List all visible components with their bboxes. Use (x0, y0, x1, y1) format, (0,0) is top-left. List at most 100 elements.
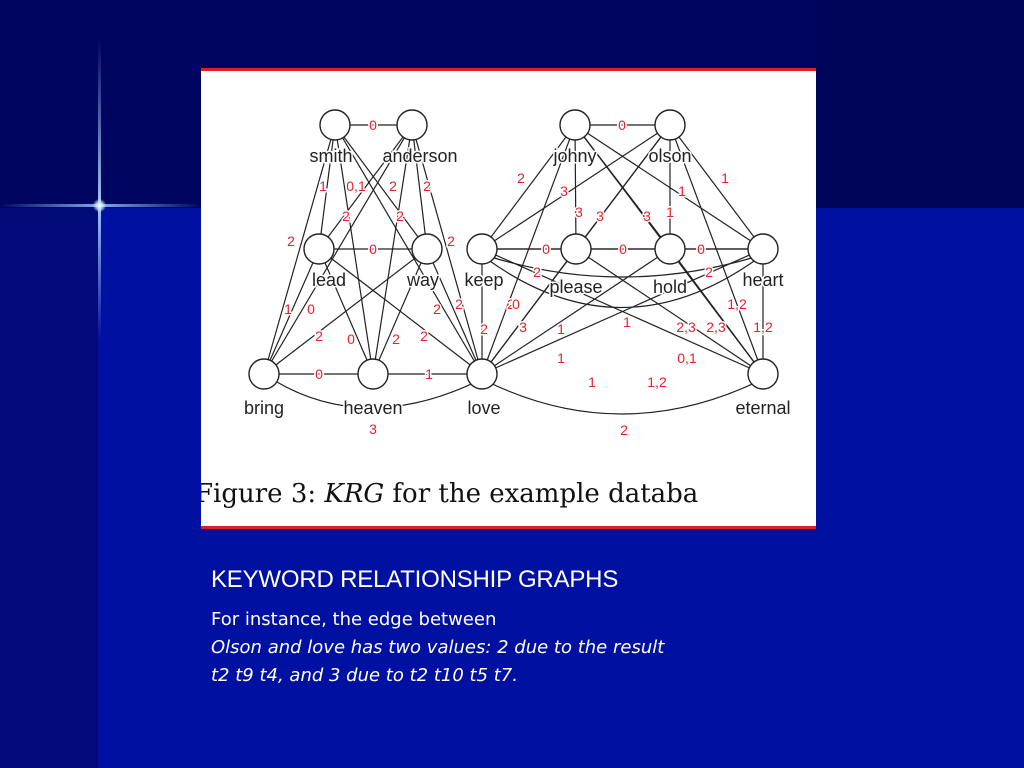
node-olson (654, 109, 686, 141)
edge-label: 2 (433, 301, 441, 317)
edge-smith-lead (318, 124, 336, 250)
caption-math: KRG (324, 479, 385, 509)
edge-hold-love (481, 248, 671, 375)
edge-label: 1 (623, 314, 631, 330)
edge-olson-heart (669, 124, 764, 250)
edge-johny-keep (481, 124, 576, 250)
edge-label: 2 (389, 178, 397, 194)
edge-anderson-lead (318, 124, 413, 250)
edge-label: 3 (369, 421, 377, 437)
edge-label: 3 (560, 183, 568, 199)
node-eternal (747, 358, 779, 390)
node-hold (654, 233, 686, 265)
edge-please-eternal (575, 248, 764, 375)
node-label-hold: hold (653, 277, 687, 297)
edge-label: 0 (369, 117, 377, 133)
arc-keep-heart (490, 256, 756, 278)
edge-please-love (481, 248, 577, 375)
node-label-please: please (549, 277, 602, 297)
edge-label: 3 (596, 208, 604, 224)
edge-label: 1 (721, 170, 729, 186)
edge-smith-bring (263, 124, 336, 375)
edge-keep-eternal (481, 248, 764, 375)
body-line-3: t2 t9 t4, and 3 due to t2 t10 t5 t7. (211, 665, 518, 686)
background-top-right (816, 0, 1024, 208)
edge-label: 2 (342, 208, 350, 224)
edge-label: 2 (423, 178, 431, 194)
edge-anderson-bring (263, 124, 413, 375)
edge-hold-eternal (669, 248, 764, 375)
edge-label: 2 (620, 422, 628, 438)
edge-way-bring (263, 248, 428, 375)
edge-johny-heart (574, 124, 764, 250)
node-please (560, 233, 592, 265)
edge-label: 1 (425, 366, 433, 382)
node-label-eternal: eternal (735, 398, 790, 418)
edge-label: 2 (533, 264, 541, 280)
edge-label: 2 (507, 296, 515, 312)
edge-anderson-heaven (372, 124, 413, 375)
edge-label: 1,2 (727, 296, 747, 312)
node-label-way: way (406, 270, 439, 290)
edge-smith-heaven (334, 124, 374, 375)
edge-olson-keep (481, 124, 671, 250)
edge-lead-bring (263, 248, 320, 375)
edge-label: 0 (347, 331, 355, 347)
edge-label: 0 (315, 366, 323, 382)
edge-label: 3 (643, 208, 651, 224)
node-heaven (357, 358, 389, 390)
figure-caption: Figure 3: KRG for the example databa (201, 479, 698, 509)
edge-label: 0 (512, 296, 520, 312)
node-label-bring: bring (244, 398, 284, 418)
body-line-1: For instance, the edge between (211, 609, 497, 630)
node-label-anderson: anderson (382, 146, 457, 166)
sparkle-vertical (98, 40, 101, 340)
node-anderson (396, 109, 428, 141)
caption-prefix: Figure 3: (201, 479, 325, 509)
body-line-2: Olson and love has two values: 2 due to … (211, 637, 665, 658)
arc-love-eternal (481, 378, 764, 415)
node-bring (248, 358, 280, 390)
node-keep (466, 233, 498, 265)
edge-label: 2 (392, 331, 400, 347)
edge-label: 1 (557, 321, 565, 337)
node-label-lead: lead (312, 270, 346, 290)
edge-label: 1 (557, 350, 565, 366)
node-label-olson: olson (648, 146, 691, 166)
node-label-love: love (467, 398, 500, 418)
edge-label: 2 (420, 328, 428, 344)
edge-label: 2 (705, 264, 713, 280)
edge-label: 1 (666, 204, 674, 220)
edge-label: 2 (287, 233, 295, 249)
edge-label: 2 (315, 328, 323, 344)
edge-smith-way (334, 124, 428, 250)
edge-smith-love (334, 124, 483, 375)
caption-suffix: for the example databa (384, 479, 699, 509)
edge-label: 2 (455, 296, 463, 312)
edge-way-love (426, 248, 483, 375)
edge-label: 0,1 (677, 350, 697, 366)
node-heart (747, 233, 779, 265)
node-johny (559, 109, 591, 141)
edge-anderson-way (411, 124, 428, 250)
edge-label: 0 (618, 117, 626, 133)
edge-label: 1 (588, 374, 596, 390)
edge-label: 0 (369, 241, 377, 257)
node-way (411, 233, 443, 265)
edge-label: 0,1 (346, 178, 366, 194)
node-label-smith: smith (309, 146, 352, 166)
edge-label: 2 (480, 321, 488, 337)
edge-label: 1 (284, 301, 292, 317)
arc-bring-love (263, 373, 483, 409)
node-label-heart: heart (742, 270, 783, 290)
edge-label: 0 (697, 241, 705, 257)
node-lead (303, 233, 335, 265)
edge-anderson-love (411, 124, 483, 375)
arc-keep-heart-lower (486, 258, 758, 309)
edge-label: 0 (619, 241, 627, 257)
edge-label: 2,3 (706, 319, 726, 335)
edge-label: 0 (542, 241, 550, 257)
edge-label: 1,2 (753, 319, 773, 335)
